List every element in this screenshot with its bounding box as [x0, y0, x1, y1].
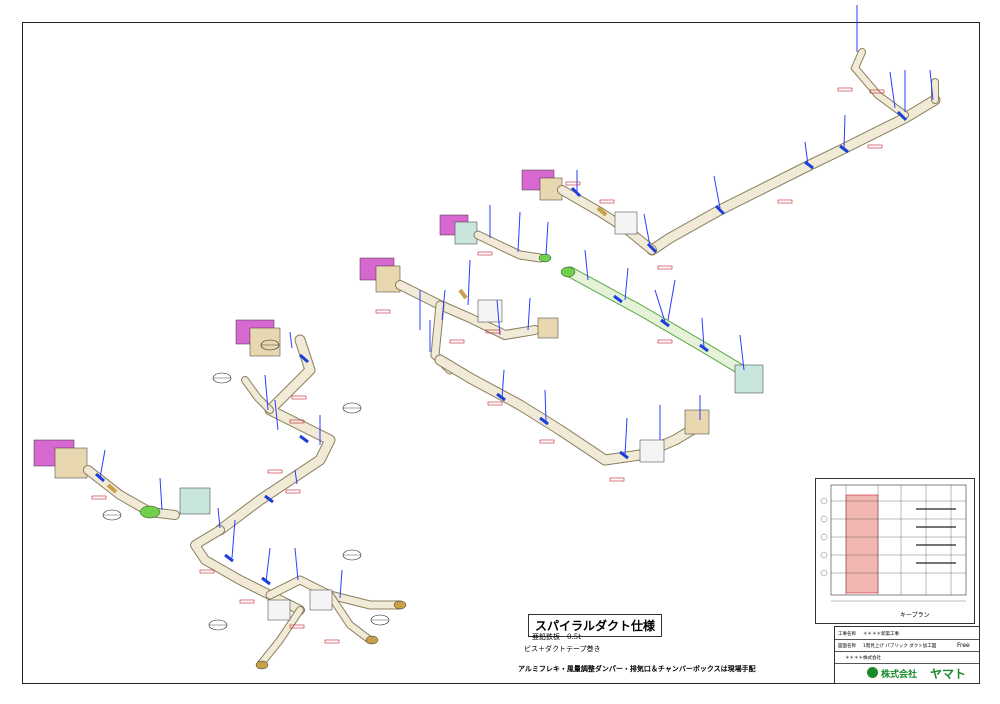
drawing-name-label: 図面名称	[838, 644, 856, 649]
company-logo-icon	[867, 667, 878, 678]
green-branch	[439, 205, 552, 263]
bottom-left-cluster	[190, 507, 407, 670]
drawing-name-value: 1階見上げ パブリック ダクト加工図	[863, 644, 937, 649]
project-name-label: 工事名称	[838, 632, 856, 637]
client-name: ＊＊＊＊株式会社	[845, 656, 881, 661]
drawing-frame	[22, 22, 980, 684]
scale-value: Free	[957, 642, 970, 649]
spec-site-note: アルミフレキ・風量調整ダンパー・排気口＆チャンバーボックスは現場手配	[518, 664, 756, 673]
company-logo-name: ヤマト	[930, 667, 967, 681]
key-plan	[815, 478, 975, 624]
key-plan-label: キープラン	[900, 612, 930, 619]
duct-spec-notes: スパイラルダクト仕様 亜鉛鉄板 0.5t ビス＋ダクトテープ巻き アルミフレキ・…	[518, 610, 822, 685]
key-plan-drawing	[820, 484, 967, 602]
title-block-divider	[835, 639, 979, 640]
company-logo-prefix: 株式会社	[881, 670, 918, 680]
title-block-divider	[835, 663, 979, 664]
long-green-duct	[560, 249, 764, 394]
spec-material: 亜鉛鉄板 0.5t	[532, 633, 581, 641]
project-name-value: ＊＊＊＊新築工事	[863, 632, 899, 637]
lower-middle-duct	[434, 354, 710, 482]
main-duct-trunk	[646, 5, 941, 270]
upper-branch	[521, 169, 658, 255]
left-snaking-duct	[212, 319, 362, 536]
title-block: 工事名称 ＊＊＊＊新築工事 図面名称 1階見上げ パブリック ダクト加工図 Fr…	[834, 626, 980, 684]
spec-title: スパイラルダクト仕様	[528, 614, 663, 637]
title-block-divider	[835, 651, 979, 652]
middle-branch	[359, 257, 559, 375]
far-left-branch	[33, 439, 211, 521]
spec-fastening: ビス＋ダクトテープ巻き	[524, 645, 601, 653]
